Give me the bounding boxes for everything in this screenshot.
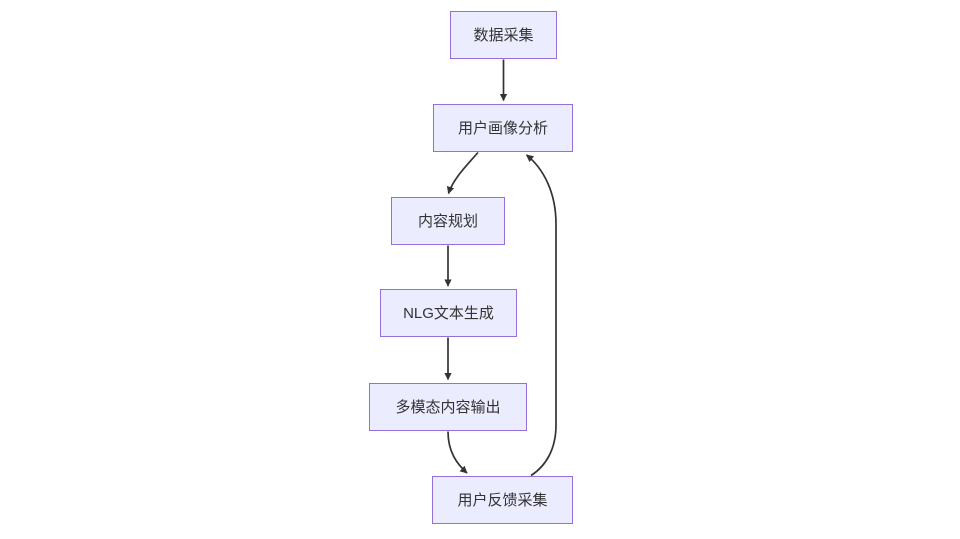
flow-node-content-planning: 内容规划: [391, 197, 505, 245]
flow-node-label: 内容规划: [417, 212, 478, 230]
flow-edge-multimodal-content-output-to-user-feedback-collection: [447, 431, 468, 474]
flow-node-label: 数据采集: [473, 26, 534, 44]
flow-node-nlg-text-generation: NLG文本生成: [380, 289, 517, 337]
flow-node-multimodal-content-output: 多模态内容输出: [369, 383, 527, 431]
flow-node-label: 用户画像分析: [457, 119, 548, 137]
flow-edge-user-profile-analysis-to-content-planning: [446, 151, 479, 195]
flow-node-user-profile-analysis: 用户画像分析: [433, 104, 573, 152]
flow-node-user-feedback-collection: 用户反馈采集: [432, 476, 573, 524]
flow-edge-user-feedback-collection-to-user-profile-analysis: [525, 154, 557, 477]
flow-node-label: 用户反馈采集: [457, 491, 548, 509]
flow-node-label: 多模态内容输出: [395, 398, 501, 416]
flow-node-data-collection: 数据采集: [450, 11, 557, 59]
flow-node-label: NLG文本生成: [403, 304, 494, 322]
